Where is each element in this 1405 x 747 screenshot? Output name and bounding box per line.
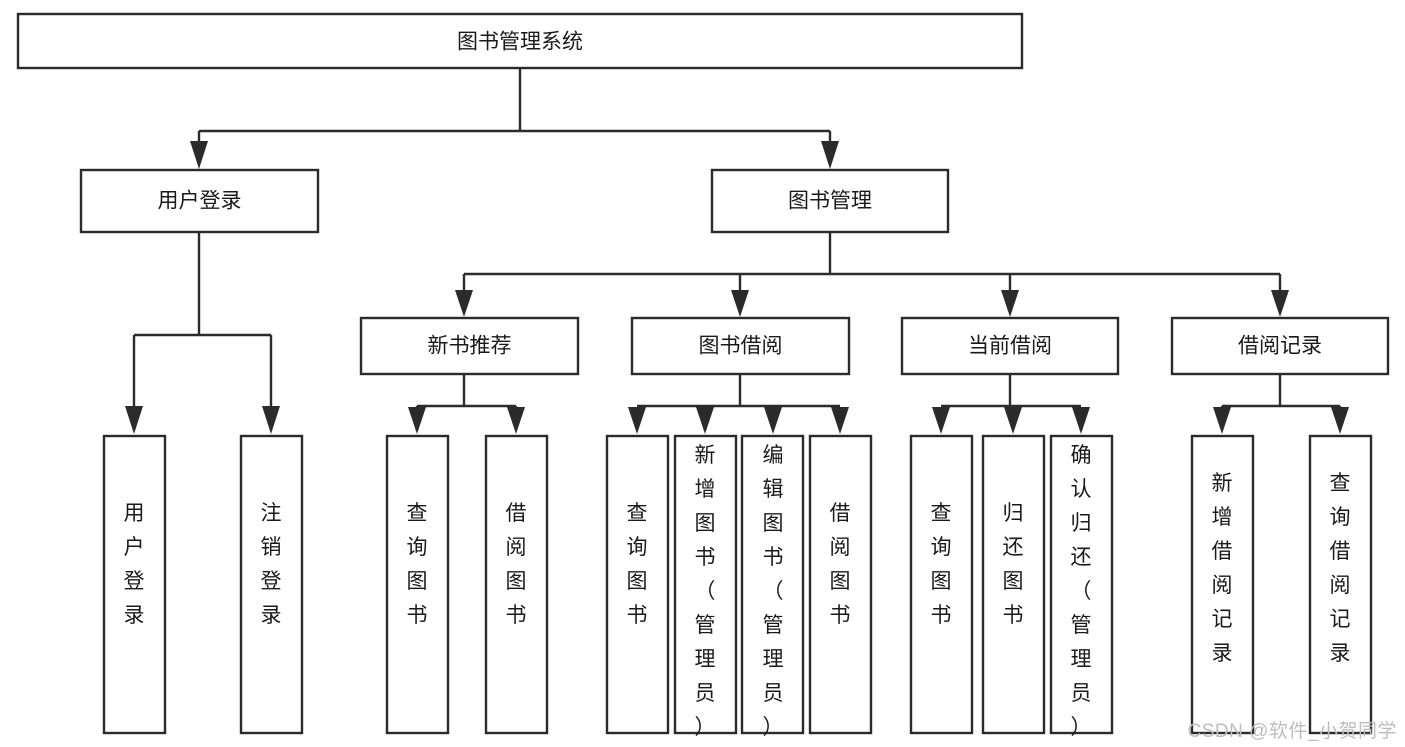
arrowhead-leaf-query-book-2 (628, 407, 646, 434)
leaf-node-return-book[interactable]: 归还图书 (981, 434, 1046, 735)
arrowhead-leaf-edit-book (764, 407, 782, 434)
leaf-node-query-book-3[interactable]: 查询图书 (909, 434, 974, 735)
leaf-node-query-record[interactable]: 查询借阅记录 (1308, 434, 1373, 735)
leaf-add-record-label: 新增借阅记录 (1212, 472, 1233, 665)
node-new-book-recommend-box[interactable] (359, 316, 580, 376)
arrowhead-leaf-query-record (1331, 407, 1349, 434)
node-book-manage-box[interactable] (710, 168, 950, 234)
leaf-query-record-box[interactable] (1308, 434, 1373, 735)
arrowhead-leaf-query-book-1 (408, 407, 426, 434)
arrowhead-book-borrow (731, 290, 749, 317)
node-book-manage[interactable]: 图书管理 (710, 168, 950, 234)
leaf-logout-box[interactable] (239, 434, 304, 735)
leaf-logout-label: 注销登录 (261, 502, 282, 627)
leaf-add-book-box[interactable] (673, 434, 738, 735)
leaf-node-add-book[interactable]: 新增图书（管理员） (673, 434, 738, 739)
arrowhead-borrow-record (1271, 290, 1289, 317)
arrowhead-leaf-user-login (125, 406, 143, 434)
node-borrow-record-box[interactable] (1170, 316, 1390, 376)
arrowhead-leaf-add-record (1213, 407, 1231, 434)
node-root[interactable]: 图书管理系统 (16, 12, 1024, 70)
arrowhead-leaf-query-book-3 (932, 407, 950, 434)
leaf-query-book-2-label: 查询图书 (627, 502, 648, 627)
node-book-manage-label: 图书管理 (788, 190, 872, 213)
leaf-user-login-box[interactable] (102, 434, 167, 735)
leaf-node-query-book-1[interactable]: 查询图书 (385, 434, 450, 735)
arrowhead-leaf-borrow-book-2 (831, 407, 849, 434)
leaf-return-book-box[interactable] (981, 434, 1046, 735)
node-book-borrow-box[interactable] (630, 316, 851, 376)
arrowhead-leaf-return-book (1004, 407, 1022, 434)
node-current-borrow-box[interactable] (900, 316, 1120, 376)
leaf-edit-book-label: 编辑图书（管理员） (763, 444, 784, 739)
node-user-login-label: 用户登录 (158, 190, 242, 213)
node-borrow-record[interactable]: 借阅记录 (1170, 316, 1390, 376)
leaf-return-book-label: 归还图书 (1003, 502, 1024, 627)
leaf-node-query-book-2[interactable]: 查询图书 (605, 434, 670, 735)
node-current-borrow[interactable]: 当前借阅 (900, 316, 1120, 376)
leaf-confirm-return-label: 确认归还（管理员） (1071, 444, 1092, 739)
leaf-add-book-label: 新增图书（管理员） (695, 444, 716, 739)
leaf-node-add-record[interactable]: 新增借阅记录 (1190, 434, 1255, 735)
leaf-query-book-3-label: 查询图书 (931, 502, 952, 627)
leaf-confirm-return-box[interactable] (1049, 434, 1114, 735)
leaf-borrow-book-2-label: 借阅图书 (830, 502, 851, 627)
node-book-borrow-label: 图书借阅 (699, 335, 783, 358)
leaf-node-user-login[interactable]: 用户登录 (102, 434, 167, 735)
arrowhead-leaf-add-book (696, 407, 714, 434)
arrowhead-user-login (190, 141, 208, 169)
arrowhead-new-book-recommend (455, 290, 473, 317)
leaf-node-borrow-book-1[interactable]: 借阅图书 (484, 434, 549, 735)
arrowhead-leaf-confirm-return (1072, 407, 1090, 434)
node-user-login[interactable]: 用户登录 (79, 168, 320, 234)
leaf-query-book-1-box[interactable] (385, 434, 450, 735)
leaf-edit-book-box[interactable] (740, 434, 805, 735)
node-user-login-box[interactable] (79, 168, 320, 234)
leaf-query-book-3-box[interactable] (909, 434, 974, 735)
leaf-add-record-box[interactable] (1190, 434, 1255, 735)
leaf-user-login-label: 用户登录 (124, 502, 145, 627)
leaf-node-confirm-return[interactable]: 确认归还（管理员） (1049, 434, 1114, 739)
node-root-label: 图书管理系统 (457, 31, 583, 54)
arrowhead-current-borrow (1001, 290, 1019, 317)
leaf-borrow-book-1-box[interactable] (484, 434, 549, 735)
leaf-node-logout[interactable]: 注销登录 (239, 434, 304, 735)
node-current-borrow-label: 当前借阅 (968, 335, 1052, 358)
leaf-node-edit-book[interactable]: 编辑图书（管理员） (740, 434, 805, 739)
node-borrow-record-label: 借阅记录 (1238, 335, 1322, 358)
node-book-borrow[interactable]: 图书借阅 (630, 316, 851, 376)
node-new-book-recommend-label: 新书推荐 (428, 335, 512, 358)
leaf-query-book-1-label: 查询图书 (407, 502, 428, 627)
arrowhead-book-manage (821, 141, 839, 169)
arrowhead-leaf-borrow-book-1 (507, 407, 525, 434)
leaf-borrow-book-1-label: 借阅图书 (506, 502, 527, 627)
leaf-query-record-label: 查询借阅记录 (1330, 472, 1351, 665)
leaf-node-borrow-book-2[interactable]: 借阅图书 (808, 434, 873, 735)
connector-layer (125, 68, 1349, 434)
arrowhead-leaf-logout (262, 406, 280, 434)
node-new-book-recommend[interactable]: 新书推荐 (359, 316, 580, 376)
leaf-borrow-book-2-box[interactable] (808, 434, 873, 735)
leaf-query-book-2-box[interactable] (605, 434, 670, 735)
node-root-box[interactable] (16, 12, 1024, 70)
